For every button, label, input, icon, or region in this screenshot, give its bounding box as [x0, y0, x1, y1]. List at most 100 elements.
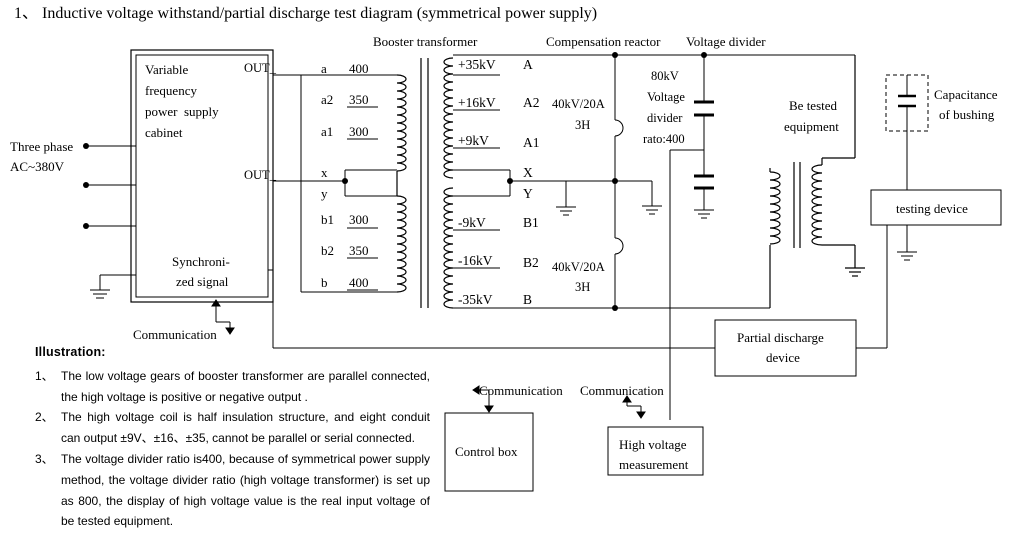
junction-dot	[342, 178, 348, 184]
secondary-wiring	[453, 54, 855, 309]
tap-b-value: 400	[349, 275, 369, 290]
sec-tap-9n: -9kV	[458, 215, 486, 230]
sec-tap-X: X	[523, 165, 533, 180]
three-phase-label-2: AC~380V	[10, 159, 65, 174]
tap-x-name: x	[321, 165, 328, 180]
sec-tap-B1: B1	[523, 215, 539, 230]
bushing-label-2: of bushing	[939, 107, 995, 122]
tap-b-name: b	[321, 275, 328, 290]
note-text: The high voltage coil is half insulation…	[61, 410, 430, 446]
power-supply-cabinet: Variable frequency power supply cabinet …	[130, 49, 274, 303]
hv-label-2: measurement	[619, 457, 689, 472]
tap-a1-name: a1	[321, 124, 333, 139]
divider-text-4: rato:400	[643, 132, 685, 146]
sync-label-1: Synchroni-	[172, 254, 230, 269]
illustration-block: Illustration: 1、 The low voltage gears o…	[35, 342, 430, 532]
tap-a-name: a	[321, 61, 327, 76]
tap-a2-name: a2	[321, 92, 333, 107]
illustration-title: Illustration:	[35, 345, 106, 359]
cabinet-label-1: Variable	[145, 62, 189, 77]
tap-y-name: y	[321, 186, 328, 201]
sec-tap-35n: -35kV	[458, 292, 493, 307]
sec-tap-35p: +35kV	[458, 57, 496, 72]
junction-dot	[612, 178, 618, 184]
tap-a1-value: 300	[349, 124, 369, 139]
bushing-label-1: Capacitance	[934, 87, 998, 102]
voltage-divider	[669, 55, 714, 420]
sec-tap-16n: -16kV	[458, 253, 493, 268]
control-box: Control box	[444, 412, 534, 492]
divider-text-1: 80kV	[651, 69, 679, 83]
tap-b2-value: 350	[349, 243, 369, 258]
communication-label-right: Communication	[580, 383, 664, 398]
junction-dot	[507, 178, 513, 184]
pd-label-2: device	[766, 350, 800, 365]
primary-wiring	[273, 74, 397, 293]
testing-device: testing device	[856, 189, 1002, 349]
divider-text-2: Voltage	[647, 90, 685, 104]
illustration-note: 2、 The high voltage coil is half insulat…	[35, 407, 430, 449]
tested-equipment-transformer	[769, 55, 865, 308]
tap-a2-value: 350	[349, 92, 369, 107]
note-number: 2、	[35, 410, 54, 425]
note-text: The low voltage gears of booster transfo…	[61, 368, 430, 404]
junction-dot	[612, 52, 618, 58]
tap-b2-name: b2	[321, 243, 334, 258]
three-phase-label-1: Three phase	[10, 139, 73, 154]
testing-device-label: testing device	[896, 201, 968, 216]
communication-label-left: Communication	[479, 383, 563, 398]
reactor-top-henry: 3H	[575, 118, 590, 132]
cabinet-label-2: frequency	[145, 83, 197, 98]
illustration-note: 1、 The low voltage gears of booster tran…	[35, 366, 430, 408]
partial-discharge-device: Partial discharge device	[714, 319, 857, 377]
junction-dot	[701, 52, 707, 58]
compensation-reactor	[614, 55, 662, 308]
sec-tap-Y: Y	[523, 186, 533, 201]
control-box-label: Control box	[455, 444, 518, 459]
bushing-capacitance	[885, 74, 929, 190]
pd-label-1: Partial discharge	[737, 330, 824, 345]
sec-tap-A1: A1	[523, 135, 540, 150]
sync-label-2: zed signal	[176, 274, 229, 289]
out-top-label: OUT_	[244, 61, 277, 75]
sec-tap-B2: B2	[523, 255, 539, 270]
ground-icon	[556, 181, 576, 216]
cabinet-label-4: cabinet	[145, 125, 183, 140]
communication-label-bottom: Communication	[133, 327, 217, 342]
note-number: 3、	[35, 451, 54, 466]
cabinet-label-3: power supply	[145, 104, 219, 119]
reactor-bottom-rating: 40kV/20A	[552, 260, 605, 274]
hv-label-1: High voltage	[619, 437, 687, 452]
sec-tap-9p: +9kV	[458, 133, 489, 148]
junction-dot	[612, 305, 618, 311]
voltage-divider-label: Voltage divider	[686, 34, 766, 49]
ground-icon	[90, 274, 136, 299]
sync-signal-line	[268, 269, 715, 349]
note-text: The voltage divider ratio is400, because…	[61, 451, 430, 529]
tap-b1-value: 300	[349, 212, 369, 227]
note-number: 1、	[35, 368, 54, 383]
communication-arrow-icon	[622, 395, 646, 419]
be-tested-label-1: Be tested	[789, 98, 838, 113]
illustration-note: 3、 The voltage divider ratio is400, beca…	[35, 449, 430, 532]
compensation-reactor-label: Compensation reactor	[546, 34, 661, 49]
communication-arrow-icon	[472, 385, 494, 413]
diagram-title: 1、 Inductive voltage withstand/partial d…	[14, 5, 597, 22]
divider-text-3: divider	[647, 111, 683, 125]
hv-measurement: High voltage measurement	[607, 426, 704, 476]
tap-b1-name: b1	[321, 212, 334, 227]
sec-tap-16p: +16kV	[458, 95, 496, 110]
reactor-bottom-henry: 3H	[575, 280, 590, 294]
be-tested-label-2: equipment	[784, 119, 839, 134]
reactor-top-rating: 40kV/20A	[552, 97, 605, 111]
out-bottom-label: OUT_	[244, 168, 277, 182]
booster-transformer	[396, 57, 454, 309]
three-phase-input: Three phase AC~380V	[10, 139, 136, 229]
sec-tap-B: B	[523, 292, 532, 307]
booster-transformer-label: Booster transformer	[373, 34, 478, 49]
sec-tap-A2: A2	[523, 95, 540, 110]
sec-tap-A: A	[523, 57, 533, 72]
communication-arrow-icon	[211, 299, 235, 335]
tap-a-value: 400	[349, 61, 369, 76]
